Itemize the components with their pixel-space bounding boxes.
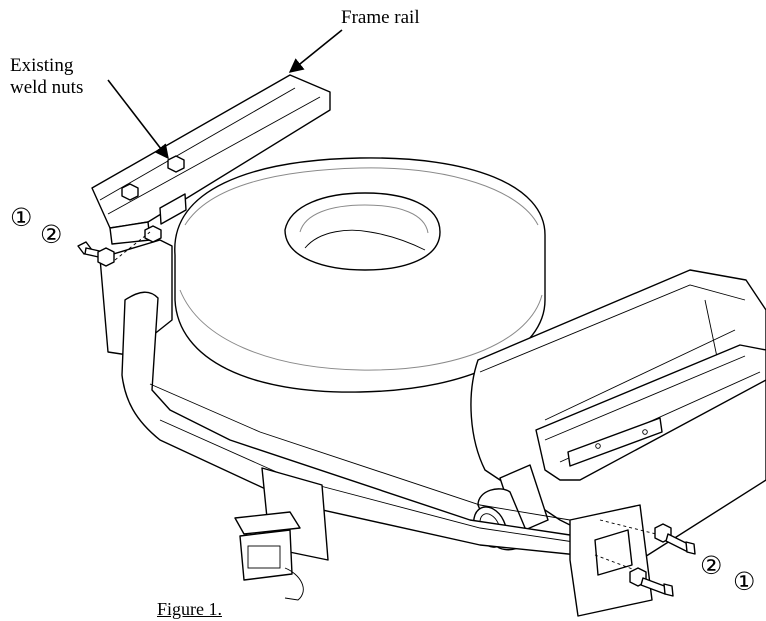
left-bolt — [77, 231, 151, 267]
frame-rail-label: Frame rail — [341, 7, 420, 28]
right-frame-rail — [535, 344, 766, 481]
weld-nut-top — [167, 155, 185, 173]
spare-tire — [174, 157, 546, 393]
weld-nut-lower — [144, 225, 162, 243]
weld-nut-left — [121, 183, 139, 201]
frame-rail-leader-arrow — [288, 29, 343, 73]
weld-nuts-leader-arrow — [107, 79, 169, 160]
right-bolt-lower — [594, 554, 674, 597]
left-callout-2: ② — [40, 220, 63, 249]
weld-nuts-label-line1: Existing — [10, 55, 74, 76]
right-callout-2: ② — [700, 551, 723, 580]
hitch-receiver — [99, 239, 653, 617]
left-callout-1: ① — [10, 203, 33, 232]
weld-nuts-label-line2: weld nuts — [10, 77, 84, 98]
left-frame-rail — [91, 74, 331, 245]
right-callout-1: ① — [733, 567, 756, 596]
right-bolt-upper — [599, 519, 696, 555]
figure-caption: Figure 1. — [157, 599, 222, 619]
